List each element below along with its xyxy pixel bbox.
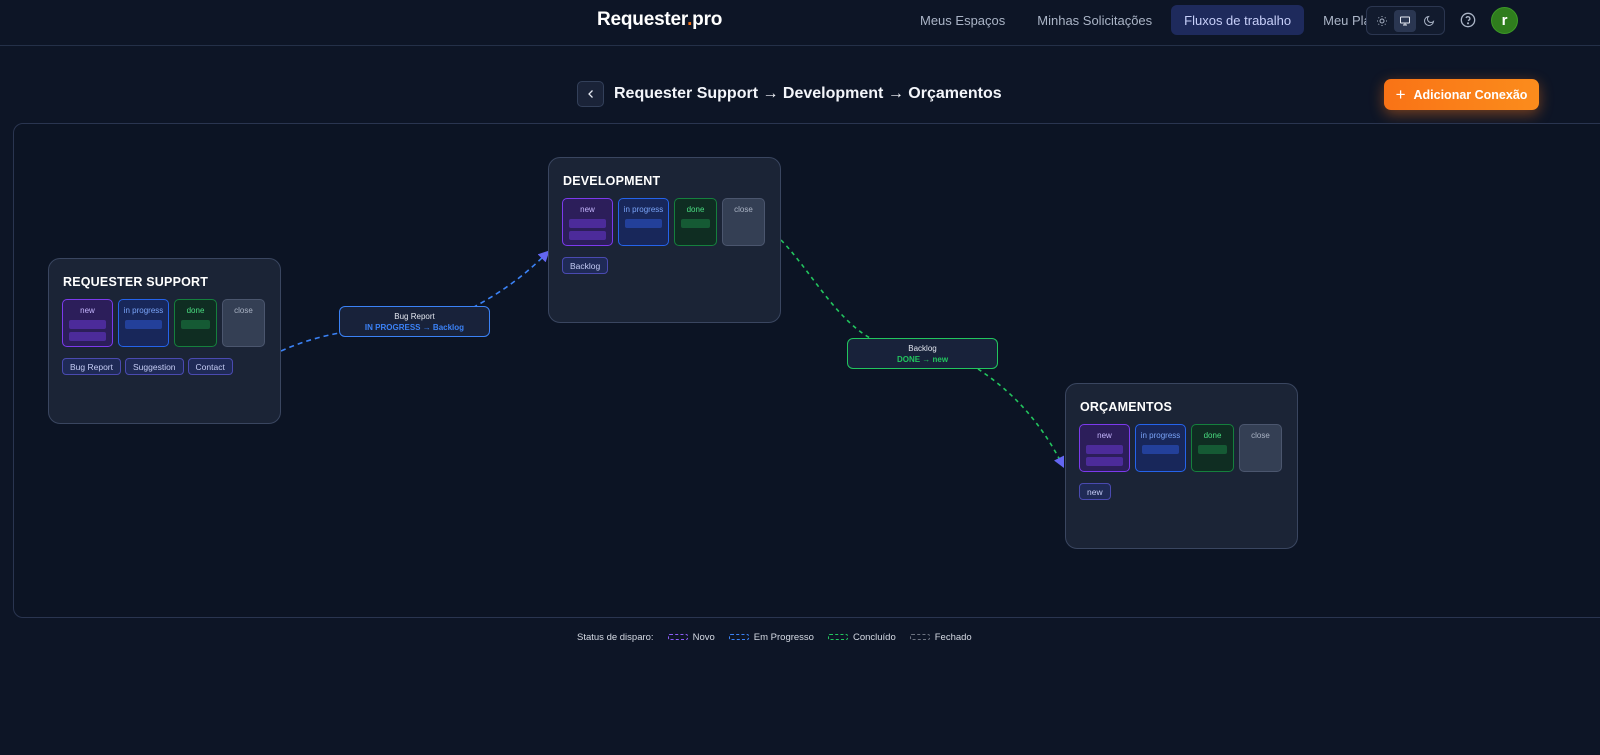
workspace-node-orcamentos[interactable]: ORÇAMENTOS new in progress done close ne… <box>1065 383 1298 549</box>
light-theme-button[interactable] <box>1371 10 1393 32</box>
add-connection-button[interactable]: + Adicionar Conexão <box>1384 79 1539 110</box>
status-column-new: new <box>562 198 613 246</box>
plus-icon: + <box>1395 85 1406 104</box>
legend-item-em-progresso: Em Progresso <box>728 632 814 643</box>
status-columns: new in progress done close <box>562 198 765 246</box>
page-title: Requester Support → Development → Orçame… <box>614 85 1002 102</box>
request-type-chips: new <box>1079 483 1111 500</box>
trigger-status-legend: Status de disparo: Novo Em Progresso Con… <box>577 631 972 643</box>
node-title: DEVELOPMENT <box>563 174 661 188</box>
legend-item-novo: Novo <box>667 632 715 643</box>
system-theme-button[interactable] <box>1394 9 1417 32</box>
edge-label-backlog[interactable]: Backlog DONE → new <box>847 338 998 369</box>
status-column-close: close <box>222 299 265 347</box>
legend-title: Status de disparo: <box>577 631 654 643</box>
status-columns: new in progress done close <box>1079 424 1282 472</box>
status-column-done: done <box>674 198 717 246</box>
nav-item-meus-espacos[interactable]: Meus Espaços <box>920 12 1006 28</box>
chip-bug-report[interactable]: Bug Report <box>62 358 121 375</box>
nav-item-fluxos-de-trabalho[interactable]: Fluxos de trabalho <box>1171 5 1305 35</box>
status-columns: new in progress done close <box>62 299 265 347</box>
edge-label-bug-report[interactable]: Bug Report IN PROGRESS → Backlog <box>339 306 490 337</box>
status-column-new: new <box>62 299 113 347</box>
workspace-node-development[interactable]: DEVELOPMENT new in progress done close B… <box>548 157 781 323</box>
chip-contact[interactable]: Contact <box>187 358 233 375</box>
status-column-close: close <box>1239 424 1282 472</box>
sun-icon <box>1376 15 1387 26</box>
node-title: REQUESTER SUPPORT <box>63 275 209 289</box>
top-navigation-bar: Requester.pro Meus Espaços Minhas Solici… <box>0 0 1600 46</box>
request-type-chips: Bug Report Suggestion Contact <box>62 358 233 375</box>
status-column-new: new <box>1079 424 1130 472</box>
user-avatar[interactable]: r <box>1491 7 1518 34</box>
legend-swatch <box>909 634 930 640</box>
main-nav: Meus Espaços Minhas Solicitações Fluxos … <box>907 5 1398 35</box>
add-connection-label: Adicionar Conexão <box>1413 87 1528 102</box>
dark-theme-button[interactable] <box>1418 10 1440 32</box>
legend-item-concluido: Concluído <box>827 632 896 643</box>
nav-item-minhas-solicitacoes[interactable]: Minhas Solicitações <box>1037 12 1153 28</box>
legend-swatch <box>728 634 749 640</box>
edge-label-transition: IN PROGRESS → Backlog <box>364 322 465 332</box>
status-column-in-progress: in progress <box>1135 424 1186 472</box>
status-column-close: close <box>722 198 765 246</box>
chevron-left-icon <box>587 90 593 98</box>
request-type-chips: Backlog <box>562 257 609 274</box>
help-circle-icon <box>1460 12 1476 28</box>
edge-label-title: Backlog <box>908 343 937 353</box>
legend-swatch <box>827 634 848 640</box>
status-column-done: done <box>174 299 217 347</box>
brand-logo[interactable]: Requester.pro <box>597 9 723 30</box>
node-title: ORÇAMENTOS <box>1080 400 1173 414</box>
edge-label-transition: DONE → new <box>896 354 949 364</box>
status-column-in-progress: in progress <box>118 299 169 347</box>
status-column-done: done <box>1191 424 1234 472</box>
legend-item-fechado: Fechado <box>909 632 972 643</box>
workspace-node-requester-support[interactable]: REQUESTER SUPPORT new in progress done c… <box>48 258 281 424</box>
edge-label-title: Bug Report <box>394 311 435 321</box>
monitor-icon <box>1400 16 1411 25</box>
moon-icon <box>1424 15 1435 26</box>
legend-swatch <box>667 634 688 640</box>
status-column-in-progress: in progress <box>618 198 669 246</box>
back-button[interactable] <box>577 81 604 107</box>
help-button[interactable] <box>1460 12 1476 28</box>
theme-switcher <box>1366 6 1445 35</box>
chip-new[interactable]: new <box>1079 483 1111 500</box>
chip-backlog[interactable]: Backlog <box>562 257 609 274</box>
chip-suggestion[interactable]: Suggestion <box>125 358 184 375</box>
